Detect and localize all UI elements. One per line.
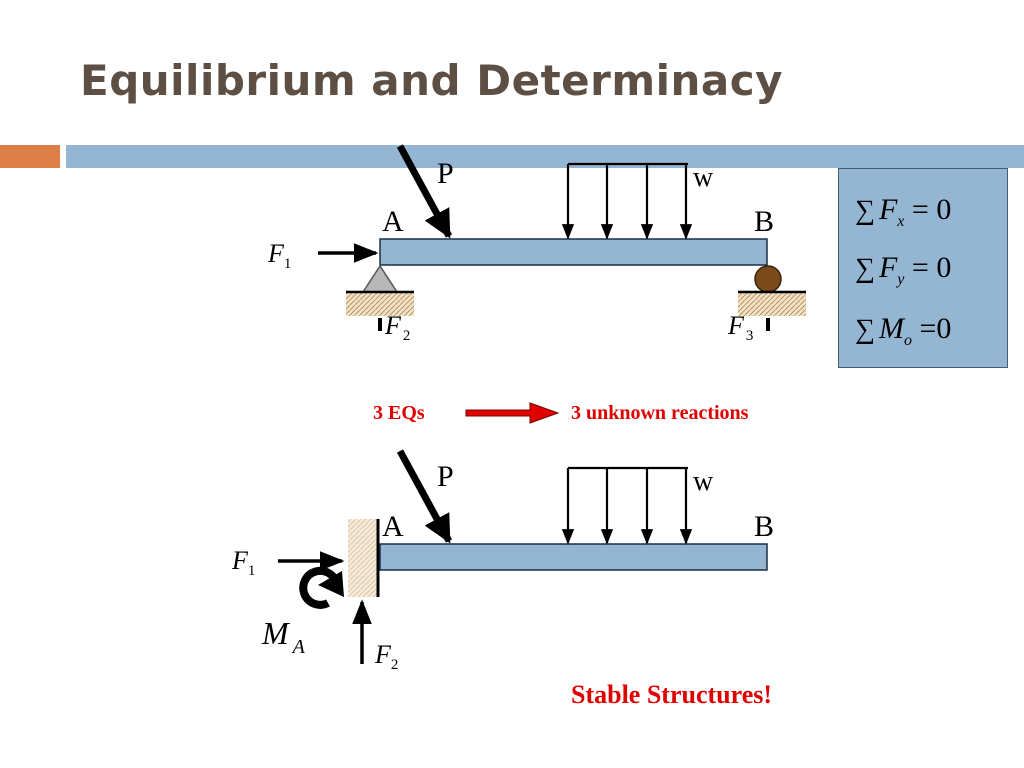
equilibrium-equations-box: ∑Fx = 0 ∑Fy = 0 ∑Mo =0 [838, 168, 1008, 368]
beam1-load-p-label: P [437, 157, 454, 190]
beam1-point-a: A [382, 205, 404, 238]
beam2-point-a: A [382, 510, 404, 543]
beam2-point-b: B [754, 510, 774, 543]
beam1-roller-support [754, 265, 782, 293]
beam1-load-p-arrow [396, 144, 453, 239]
beam1-f1-label: F1 [267, 239, 291, 272]
note-unknowns-count: 3 unknown reactions [571, 402, 749, 424]
equation-sum-mo: ∑Mo =0 [855, 312, 952, 349]
beam2-moment-arrow [299, 566, 341, 609]
beam2-load-p-label: P [437, 460, 454, 493]
title-accent-bar [0, 145, 60, 168]
beam1-ground-a [346, 292, 414, 316]
beam2 [379, 543, 768, 571]
beam2-moment-arrowhead [318, 571, 344, 597]
beam1-distributed-load [561, 162, 693, 240]
beam2-f1-label: F1 [231, 546, 255, 579]
beam1-ground-b [738, 292, 806, 316]
equals-arrow [465, 402, 560, 424]
beam1-pin-support [361, 264, 399, 293]
beam2-wall [348, 519, 377, 597]
equation-sum-fy: ∑Fy = 0 [855, 251, 952, 288]
beam2-f2-label: F2 [374, 640, 398, 673]
conclusion-label: Stable Structures! [571, 680, 773, 709]
slide-title: Equilibrium and Determinacy [80, 56, 784, 105]
beam1-load-w-label: w [693, 162, 714, 193]
note-equations-count: 3 EQs [373, 402, 425, 424]
beam2-distributed-load [561, 466, 693, 545]
beam1-point-b: B [754, 205, 774, 238]
equation-sum-fx: ∑Fx = 0 [855, 193, 952, 230]
beam2-load-w-label: w [693, 466, 714, 497]
beam1 [379, 238, 768, 266]
title-rule [66, 145, 1024, 168]
beam2-load-p-arrow [396, 449, 453, 544]
